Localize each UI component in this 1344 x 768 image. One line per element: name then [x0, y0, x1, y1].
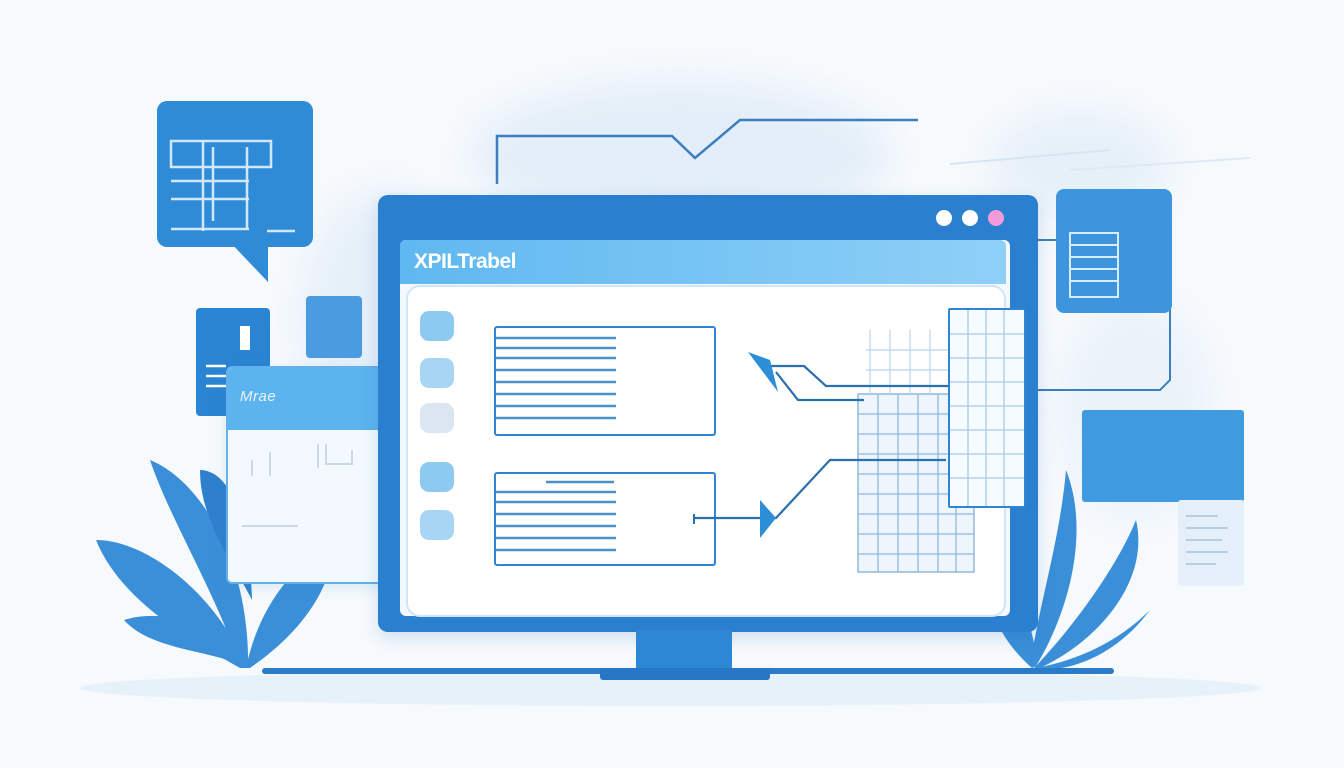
- mini-window-body: [242, 444, 353, 527]
- image-tile: [306, 296, 362, 358]
- text-panel-top[interactable]: [494, 326, 716, 436]
- text-panel-lines: [496, 336, 616, 420]
- mini-window-header: Mrae: [228, 368, 388, 430]
- mini-window: Mrae: [226, 366, 390, 584]
- nav-pill-5[interactable]: [420, 510, 454, 540]
- text-panel-lines: [496, 480, 616, 552]
- arrow-pointer-icon: [748, 352, 778, 392]
- window-dot-2[interactable]: [962, 210, 978, 226]
- monitor-stand: [636, 630, 732, 674]
- window-dot-1[interactable]: [936, 210, 952, 226]
- nav-pill-2[interactable]: [420, 358, 454, 388]
- nav-pill-1[interactable]: [420, 311, 454, 341]
- list-card: [1178, 500, 1244, 586]
- nav-pill-3[interactable]: [420, 403, 454, 433]
- speech-bubble-icon: [157, 101, 313, 247]
- window-dot-3[interactable]: [988, 210, 1004, 226]
- text-panel-bottom[interactable]: [494, 472, 716, 566]
- info-card: [1082, 410, 1244, 502]
- mini-window-label: Mrae: [240, 388, 277, 405]
- arrow-pointer-icon: [760, 500, 776, 538]
- bubble-grid: [169, 139, 295, 233]
- app-title: XPILTrabel: [414, 250, 516, 273]
- window-titlebar: [400, 240, 1006, 284]
- tablet-grid: [948, 308, 1026, 508]
- nav-pill-4[interactable]: [420, 462, 454, 492]
- monitor-base: [600, 668, 770, 680]
- document-card: [1056, 189, 1172, 313]
